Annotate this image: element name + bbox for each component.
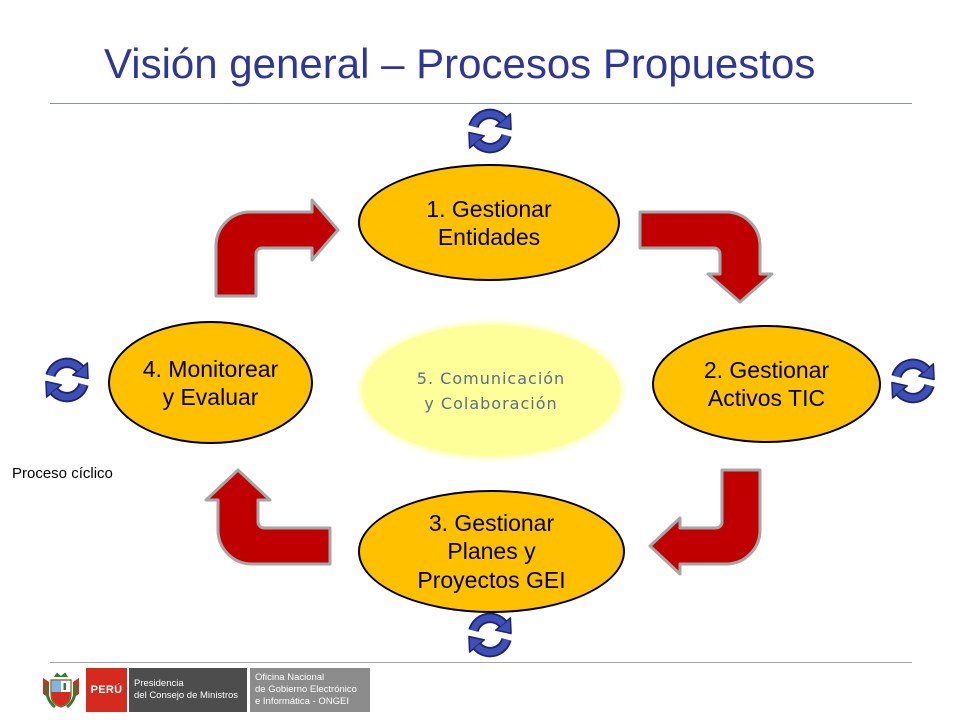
flow-arrow-1-to-2 [638, 210, 774, 304]
node-label-line: Entidades [437, 223, 541, 250]
process-node-gestionar-entidades: 1. Gestionar Entidades [358, 164, 620, 281]
flow-arrow-4-to-1 [214, 198, 340, 298]
center-node-label-line: 5. Comunicación [416, 368, 566, 388]
process-node-gestionar-planes-proyectos: 3. Gestionar Planes y Proyectos GEI [358, 490, 625, 613]
slide-title: Visión general – Procesos Propuestos [104, 40, 816, 87]
institution-label-line: Presidencia [134, 678, 184, 689]
footer-divider [50, 662, 912, 663]
center-node-comunicacion-colaboracion: 5. Comunicación y Colaboración [362, 325, 620, 456]
peru-coat-of-arms-icon [43, 672, 79, 709]
center-node-label-line: y Colaboración [424, 393, 558, 413]
office-label-line: Oficina Nacional [255, 672, 325, 683]
peru-label: PERÚ [90, 684, 123, 696]
node-label-line: 3. Gestionar [428, 509, 555, 536]
node-label-line: Planes y [447, 538, 536, 565]
node-label-line: 1. Gestionar [426, 195, 552, 222]
title-divider [50, 103, 912, 104]
office-label-box: Oficina Nacional de Gobierno Electrónico… [250, 668, 370, 712]
footer-logo: PERÚ Presidencia del Consejo de Ministro… [40, 668, 372, 712]
node-label-line: y Evaluar [162, 383, 259, 410]
node-label-line: Proyectos GEI [417, 566, 566, 593]
cycle-note-label: Proceso cíclico [12, 465, 113, 482]
institution-label-box: Presidencia del Consejo de Ministros [129, 668, 247, 712]
office-label-line: de Gobierno Electrónico [255, 684, 357, 695]
node-label-line: 2. Gestionar [703, 357, 830, 383]
process-node-gestionar-activos-tic: 2. Gestionar Activos TIC [652, 325, 881, 443]
process-node-monitorear-evaluar: 4. Monitorear y Evaluar [108, 321, 313, 444]
flow-arrow-2-to-3 [648, 468, 762, 576]
office-label-line: e Informática - ONGEI [255, 696, 349, 707]
node-label-line: Activos TIC [707, 385, 826, 411]
node-label-line: 4. Monitorear [142, 355, 279, 382]
peru-label-box: PERÚ [86, 668, 127, 712]
institution-label-line: del Consejo de Ministros [134, 690, 239, 701]
flow-arrow-3-to-4 [204, 468, 332, 566]
